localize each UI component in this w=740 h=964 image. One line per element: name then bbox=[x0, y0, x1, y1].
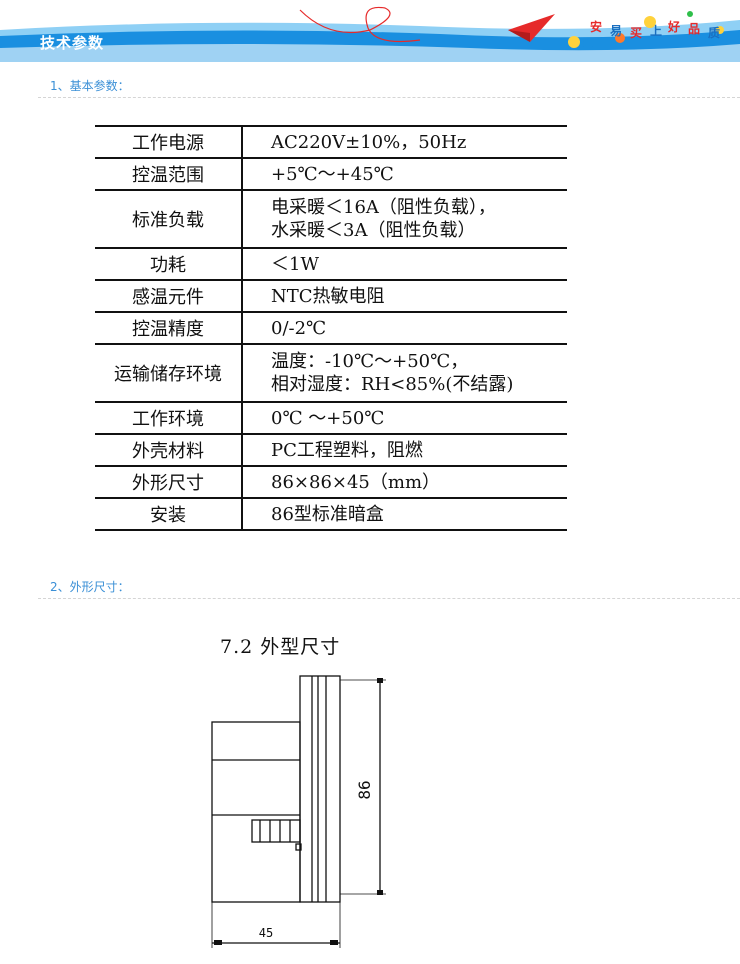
slogan-char: 买 bbox=[630, 26, 643, 40]
spec-value-line: +5℃～+45℃ bbox=[271, 163, 394, 185]
table-row: 外形尺寸 86×86×45（mm） bbox=[95, 465, 567, 499]
paper-plane-icon bbox=[508, 14, 555, 42]
section-divider bbox=[38, 97, 740, 98]
spec-value-line: 电采暖＜16A（阻性负载）， bbox=[271, 197, 496, 218]
spec-value-line: AC220V±10%，50Hz bbox=[271, 131, 467, 153]
table-row: 感温元件 NTC热敏电阻 bbox=[95, 279, 567, 313]
table-row: 功耗 ＜1W bbox=[95, 247, 567, 281]
table-row: 安装 86型标准暗盒 bbox=[95, 497, 567, 531]
spec-key: 控温范围 bbox=[95, 157, 243, 191]
slogan-char: 易 bbox=[610, 24, 623, 38]
table-row: 标准负载 电采暖＜16A（阻性负载）， 水采暖＜3A（阻性负载） bbox=[95, 189, 567, 249]
slogan-char: 质 bbox=[708, 26, 721, 40]
banner-title: 技术参数 bbox=[40, 34, 105, 52]
spec-value: AC220V±10%，50Hz bbox=[242, 125, 567, 159]
table-row: 控温精度 0/-2℃ bbox=[95, 311, 567, 345]
height-dimension-label: 86 bbox=[355, 780, 374, 799]
table-row: 控温范围 +5℃～+45℃ bbox=[95, 157, 567, 191]
spec-value: 0/-2℃ bbox=[242, 311, 567, 345]
header-banner: 技术参数 安 易 买 上 好 品 质 bbox=[0, 0, 740, 62]
spec-value-line: 相对湿度：RH<85%(不结露) bbox=[271, 374, 514, 395]
spec-key: 功耗 bbox=[95, 247, 243, 281]
back-body-outline bbox=[211, 721, 301, 903]
table-row: 工作电源 AC220V±10%，50Hz bbox=[95, 125, 567, 159]
dimension-drawing: 86 45 bbox=[211, 675, 386, 948]
spec-value-line: 水采暖＜3A（阻性负载） bbox=[271, 220, 476, 241]
spec-value-line: 86×86×45（mm） bbox=[271, 471, 441, 493]
spec-value-line: NTC热敏电阻 bbox=[271, 285, 385, 307]
spec-value: ＜1W bbox=[242, 247, 567, 281]
figure-title: 7.2 外型尺寸 bbox=[220, 636, 341, 658]
spec-value: 86×86×45（mm） bbox=[242, 465, 567, 499]
spec-table: 工作电源 AC220V±10%，50Hz 控温范围 +5℃～+45℃ 标准负载 … bbox=[95, 125, 567, 531]
spec-value: +5℃～+45℃ bbox=[242, 157, 567, 191]
spec-value: 电采暖＜16A（阻性负载）， 水采暖＜3A（阻性负载） bbox=[242, 189, 567, 249]
spec-key: 安装 bbox=[95, 497, 243, 531]
spec-value: 86型标准暗盒 bbox=[242, 497, 567, 531]
slogan: 安 易 买 上 好 品 质 bbox=[588, 14, 738, 44]
spec-value-line: 0℃ ～+50℃ bbox=[271, 407, 385, 429]
spec-key: 感温元件 bbox=[95, 279, 243, 313]
spec-value-line: 0/-2℃ bbox=[271, 317, 327, 339]
width-dimension-label: 45 bbox=[259, 926, 273, 940]
swirl-decoration bbox=[299, 6, 421, 43]
banner-graphic bbox=[0, 6, 740, 62]
section-label-basic: 1、基本参数： bbox=[50, 79, 130, 93]
table-row: 外壳材料 PC工程塑料，阻燃 bbox=[95, 433, 567, 467]
spec-key: 工作环境 bbox=[95, 401, 243, 435]
section-divider bbox=[38, 598, 740, 599]
spec-value-line: 温度：-10℃～+50℃， bbox=[271, 351, 469, 372]
spec-value: 温度：-10℃～+50℃， 相对湿度：RH<85%(不结露) bbox=[242, 343, 567, 403]
spec-key: 控温精度 bbox=[95, 311, 243, 345]
spec-key: 运输储存环境 bbox=[95, 343, 243, 403]
slogan-char: 安 bbox=[590, 20, 603, 34]
spec-value-line: 86型标准暗盒 bbox=[271, 503, 384, 525]
slogan-char: 好 bbox=[668, 20, 681, 34]
spec-key: 工作电源 bbox=[95, 125, 243, 159]
slogan-char: 品 bbox=[688, 22, 701, 36]
table-row: 工作环境 0℃ ～+50℃ bbox=[95, 401, 567, 435]
section-label-dimensions: 2、外形尺寸： bbox=[50, 580, 130, 594]
spec-key: 外壳材料 bbox=[95, 433, 243, 467]
table-row: 运输储存环境 温度：-10℃～+50℃， 相对湿度：RH<85%(不结露) bbox=[95, 343, 567, 403]
spec-value: PC工程塑料，阻燃 bbox=[242, 433, 567, 467]
terminal-block bbox=[251, 819, 301, 843]
slogan-char: 上 bbox=[650, 24, 663, 38]
spec-key: 标准负载 bbox=[95, 189, 243, 249]
spec-value: 0℃ ～+50℃ bbox=[242, 401, 567, 435]
spec-value: NTC热敏电阻 bbox=[242, 279, 567, 313]
spec-value-line: ＜1W bbox=[271, 253, 319, 275]
front-panel-outline bbox=[299, 675, 341, 903]
spec-key: 外形尺寸 bbox=[95, 465, 243, 499]
spec-value-line: PC工程塑料，阻燃 bbox=[271, 439, 423, 461]
